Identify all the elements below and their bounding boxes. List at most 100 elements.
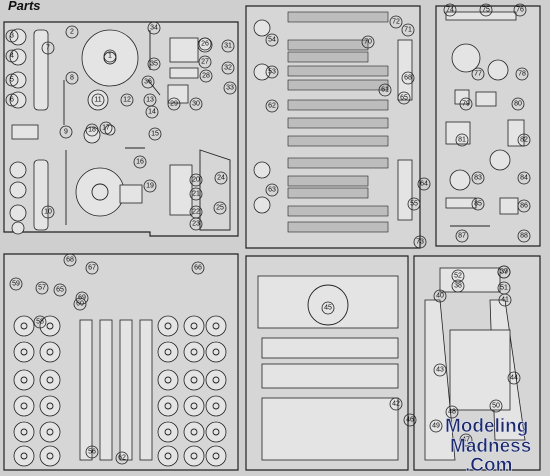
road-wheel	[39, 445, 61, 467]
part-number-label: 17	[102, 125, 110, 132]
part-number-label: 5	[10, 77, 14, 84]
part-number-circle	[265, 99, 279, 113]
part-number-label: 68	[404, 75, 412, 82]
part-number-circle	[85, 445, 99, 459]
part-number-label: 41	[501, 297, 509, 304]
part-number-label: 62	[268, 103, 276, 110]
sprue-c	[435, 5, 541, 247]
part-number-label: 78	[518, 71, 526, 78]
part-number-circle	[445, 405, 459, 419]
road-wheel	[205, 395, 227, 417]
part-number-circle	[145, 105, 159, 119]
sprue-d	[3, 253, 239, 471]
part-number-circle	[389, 397, 403, 411]
part-number-circle	[5, 73, 19, 87]
part-number-label: 65	[400, 95, 408, 102]
part-number-label: 61	[381, 87, 389, 94]
part-number-label: 11	[94, 97, 101, 104]
part-number-label: 19	[146, 183, 154, 190]
part-number-circle	[41, 205, 55, 219]
part-number-circle	[147, 21, 161, 35]
part-number-label: 46	[406, 417, 414, 424]
part-number-label: 8	[70, 75, 74, 82]
part-number-label: 62	[118, 455, 126, 462]
part-number-label: 59	[12, 281, 20, 288]
part-number-circle	[73, 297, 87, 311]
part-number-circle	[321, 301, 335, 315]
part-number-circle	[5, 93, 19, 107]
part-number-circle	[497, 265, 511, 279]
part-number-circle	[443, 3, 457, 17]
part-number-label: 30	[192, 101, 200, 108]
part-number-label: 76	[516, 7, 524, 14]
part-number-circle	[35, 281, 49, 295]
part-number-label: 29	[170, 101, 178, 108]
sprue-e	[245, 255, 409, 471]
part-number-circle	[397, 91, 411, 105]
part-number-circle	[513, 3, 527, 17]
part-number-circle	[511, 97, 525, 111]
part-number-circle	[451, 279, 465, 293]
road-wheel	[157, 395, 179, 417]
part-number-label: 67	[88, 265, 96, 272]
road-wheel	[39, 421, 61, 443]
part-number-circle	[389, 15, 403, 29]
road-wheel	[39, 315, 61, 337]
part-number-circle	[413, 235, 427, 249]
part-number-circle	[5, 29, 19, 43]
part-number-circle	[517, 171, 531, 185]
part-number-circle	[433, 363, 447, 377]
part-number-label: 16	[136, 159, 144, 166]
road-wheel	[39, 395, 61, 417]
part-number-label: 42	[392, 401, 400, 408]
part-number-circle	[429, 419, 443, 433]
part-number-circle	[148, 127, 162, 141]
part-number-circle	[497, 281, 511, 295]
road-wheel	[183, 341, 205, 363]
watermark-line-3: .Com	[465, 455, 513, 476]
part-number-circle	[120, 93, 134, 107]
part-number-circle	[361, 35, 375, 49]
part-number-circle	[65, 25, 79, 39]
part-number-label: 82	[520, 137, 528, 144]
part-number-label: 75	[482, 7, 490, 14]
part-number-label: 40	[436, 293, 444, 300]
part-number-circle	[103, 49, 117, 63]
road-wheel	[157, 315, 179, 337]
part-number-label: 58	[36, 319, 44, 326]
road-wheel	[13, 421, 35, 443]
part-number-circle	[221, 39, 235, 53]
part-number-label: 22	[192, 209, 200, 216]
part-number-circle	[189, 97, 203, 111]
road-wheel	[39, 369, 61, 391]
part-number-circle	[198, 37, 212, 51]
part-number-circle	[5, 49, 19, 63]
part-number-label: 36	[144, 79, 152, 86]
part-number-label: 38	[454, 283, 462, 290]
road-wheel	[205, 341, 227, 363]
road-wheel	[205, 445, 227, 467]
road-wheel	[183, 315, 205, 337]
part-number-label: 47	[462, 437, 470, 444]
part-number-label: 23	[192, 221, 200, 228]
part-number-circle	[189, 173, 203, 187]
part-number-label: 87	[458, 233, 466, 240]
part-number-label: 52	[454, 273, 462, 280]
part-number-label: 28	[202, 73, 210, 80]
part-number-circle	[517, 133, 531, 147]
part-number-circle	[455, 133, 469, 147]
part-number-label: 34	[150, 25, 158, 32]
part-number-label: 18	[88, 127, 96, 134]
part-number-circle	[455, 229, 469, 243]
part-number-label: 68	[66, 257, 74, 264]
road-wheel	[157, 341, 179, 363]
part-number-circle	[401, 23, 415, 37]
part-number-circle	[471, 171, 485, 185]
part-number-circle	[191, 261, 205, 275]
road-wheel	[183, 421, 205, 443]
part-number-circle	[378, 83, 392, 97]
road-wheel	[13, 395, 35, 417]
part-number-circle	[401, 71, 415, 85]
road-wheel	[39, 341, 61, 363]
